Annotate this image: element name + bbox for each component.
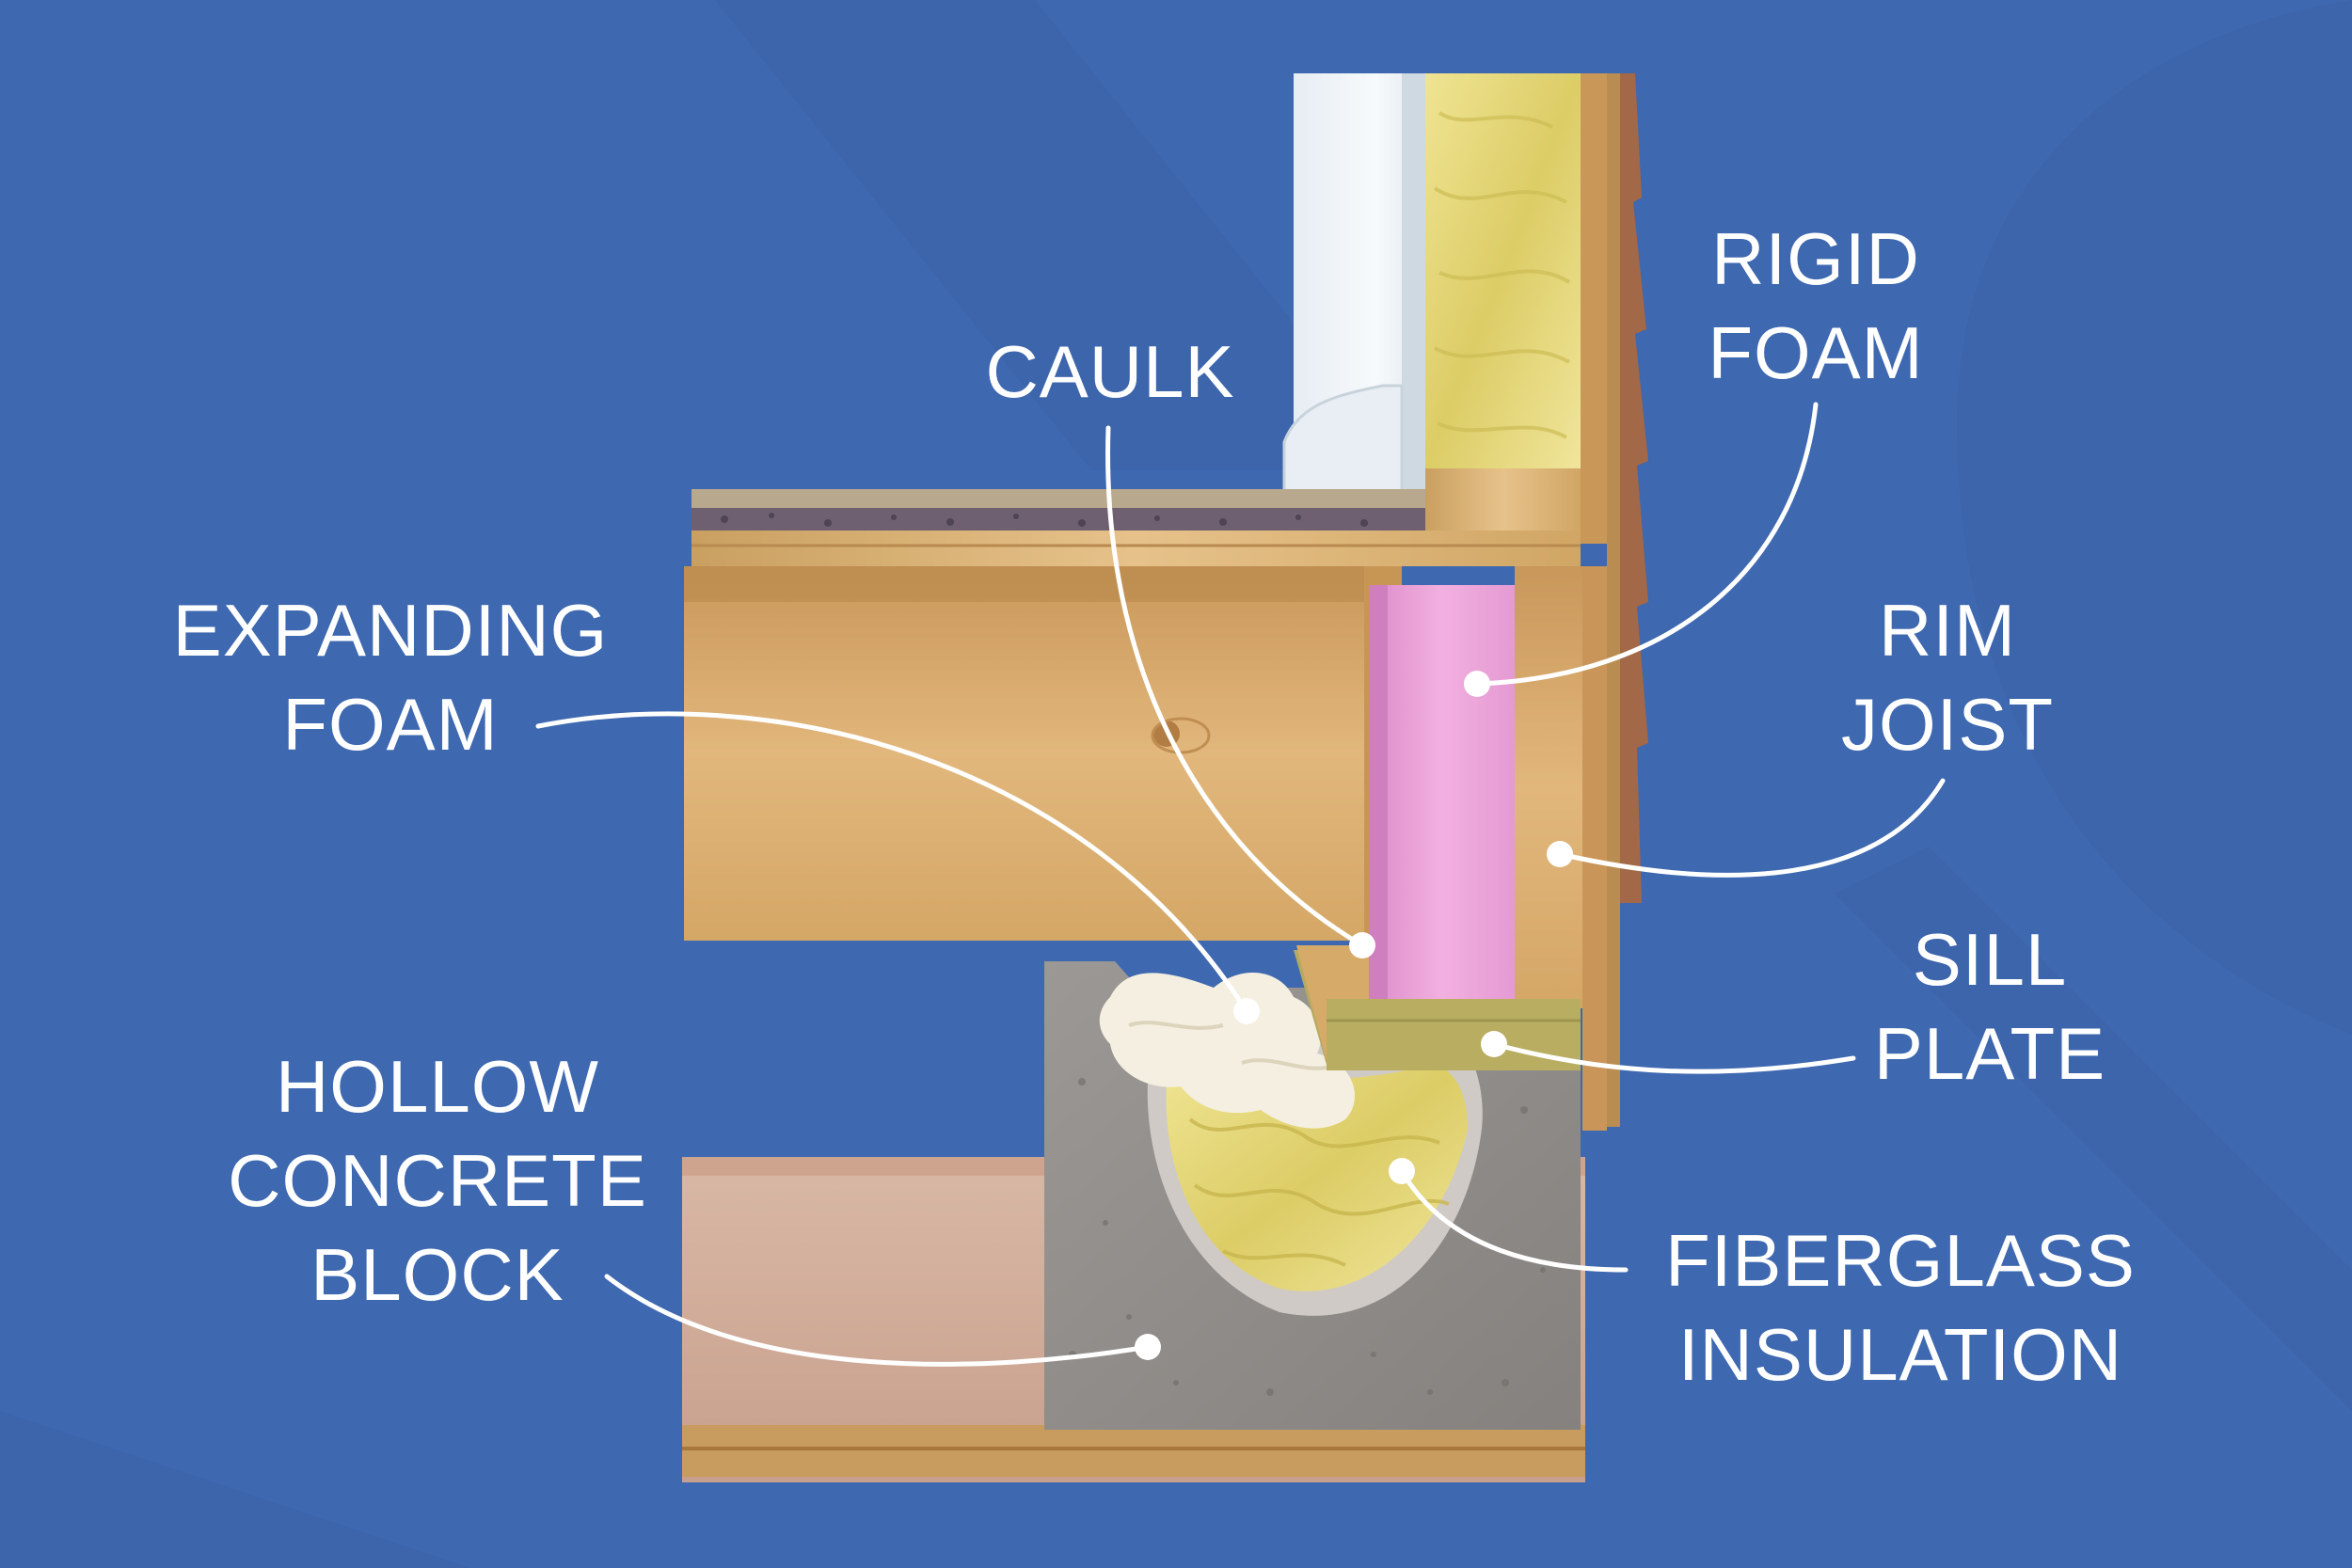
label-fiberglass-insulation-line2: INSULATION xyxy=(1677,1313,2123,1396)
leader-rigid-foam xyxy=(1474,402,1819,687)
dot-rim-joist xyxy=(1547,841,1573,867)
label-hollow-concrete-block: HOLLOW CONCRETE BLOCK xyxy=(207,1039,668,1322)
label-expanding-foam-line1: EXPANDING xyxy=(172,589,609,672)
dot-expanding-foam xyxy=(1233,998,1260,1024)
expanding-foam-blob xyxy=(1099,972,1355,1129)
label-rim-joist-line1: RIM xyxy=(1879,589,2016,672)
cavity-fiberglass xyxy=(1166,1063,1468,1291)
label-rigid-foam-line2: FOAM xyxy=(1708,311,1924,394)
leader-rim-joist xyxy=(1557,778,1946,878)
foundation-assembly xyxy=(682,945,1585,1482)
label-sill-plate-line1: SILL xyxy=(1912,918,2068,1001)
dot-hollow-concrete-block xyxy=(1135,1334,1161,1360)
wall-sheathing xyxy=(1607,73,1620,1127)
label-caulk-line1: CAULK xyxy=(985,330,1235,413)
leader-sill-plate xyxy=(1491,1041,1856,1074)
leader-expanding-foam xyxy=(535,711,1249,1014)
baseboard-trim xyxy=(1282,384,1404,499)
label-rim-joist: RIM JOIST xyxy=(1806,583,2089,771)
dot-sill-plate xyxy=(1481,1031,1507,1057)
label-rim-joist-line2: JOIST xyxy=(1840,683,2054,766)
carpet xyxy=(691,489,1425,510)
label-sill-plate-line2: PLATE xyxy=(1873,1012,2106,1095)
label-rigid-foam: RIGID FOAM xyxy=(1675,212,1957,400)
dot-caulk xyxy=(1349,932,1375,958)
label-fiberglass-insulation: FIBERGLASS INSULATION xyxy=(1637,1213,2164,1402)
floor-joist xyxy=(684,566,1371,941)
label-hollow-concrete-block-line2: CONCRETE xyxy=(228,1139,647,1222)
label-fiberglass-insulation-line1: FIBERGLASS xyxy=(1665,1219,2136,1302)
label-caulk: CAULK xyxy=(969,325,1251,419)
label-rigid-foam-line1: RIGID xyxy=(1711,217,1920,300)
label-sill-plate: SILL PLATE xyxy=(1844,912,2136,1101)
wall-bottom-plate xyxy=(1425,468,1581,534)
wall-fiberglass-batt xyxy=(1425,73,1581,468)
label-hollow-concrete-block-line1: HOLLOW xyxy=(275,1045,600,1128)
leader-lines xyxy=(535,402,1946,1367)
label-expanding-foam-line2: FOAM xyxy=(282,683,499,766)
subfloor xyxy=(691,531,1581,566)
rim-joist xyxy=(1515,566,1582,1008)
leader-hollow-concrete-block xyxy=(604,1274,1151,1367)
leader-dots xyxy=(1135,671,1573,1360)
leader-caulk xyxy=(1105,425,1365,948)
dot-rigid-foam xyxy=(1464,671,1490,697)
dot-fiberglass-insulation xyxy=(1389,1158,1415,1184)
siding xyxy=(1620,73,1648,903)
label-expanding-foam: EXPANDING FOAM xyxy=(141,583,640,771)
label-hollow-concrete-block-line3: BLOCK xyxy=(310,1233,564,1316)
leader-fiberglass-insulation xyxy=(1399,1168,1629,1273)
pink-rigid-foam xyxy=(1369,585,1515,999)
floor-assembly xyxy=(684,489,1607,1131)
